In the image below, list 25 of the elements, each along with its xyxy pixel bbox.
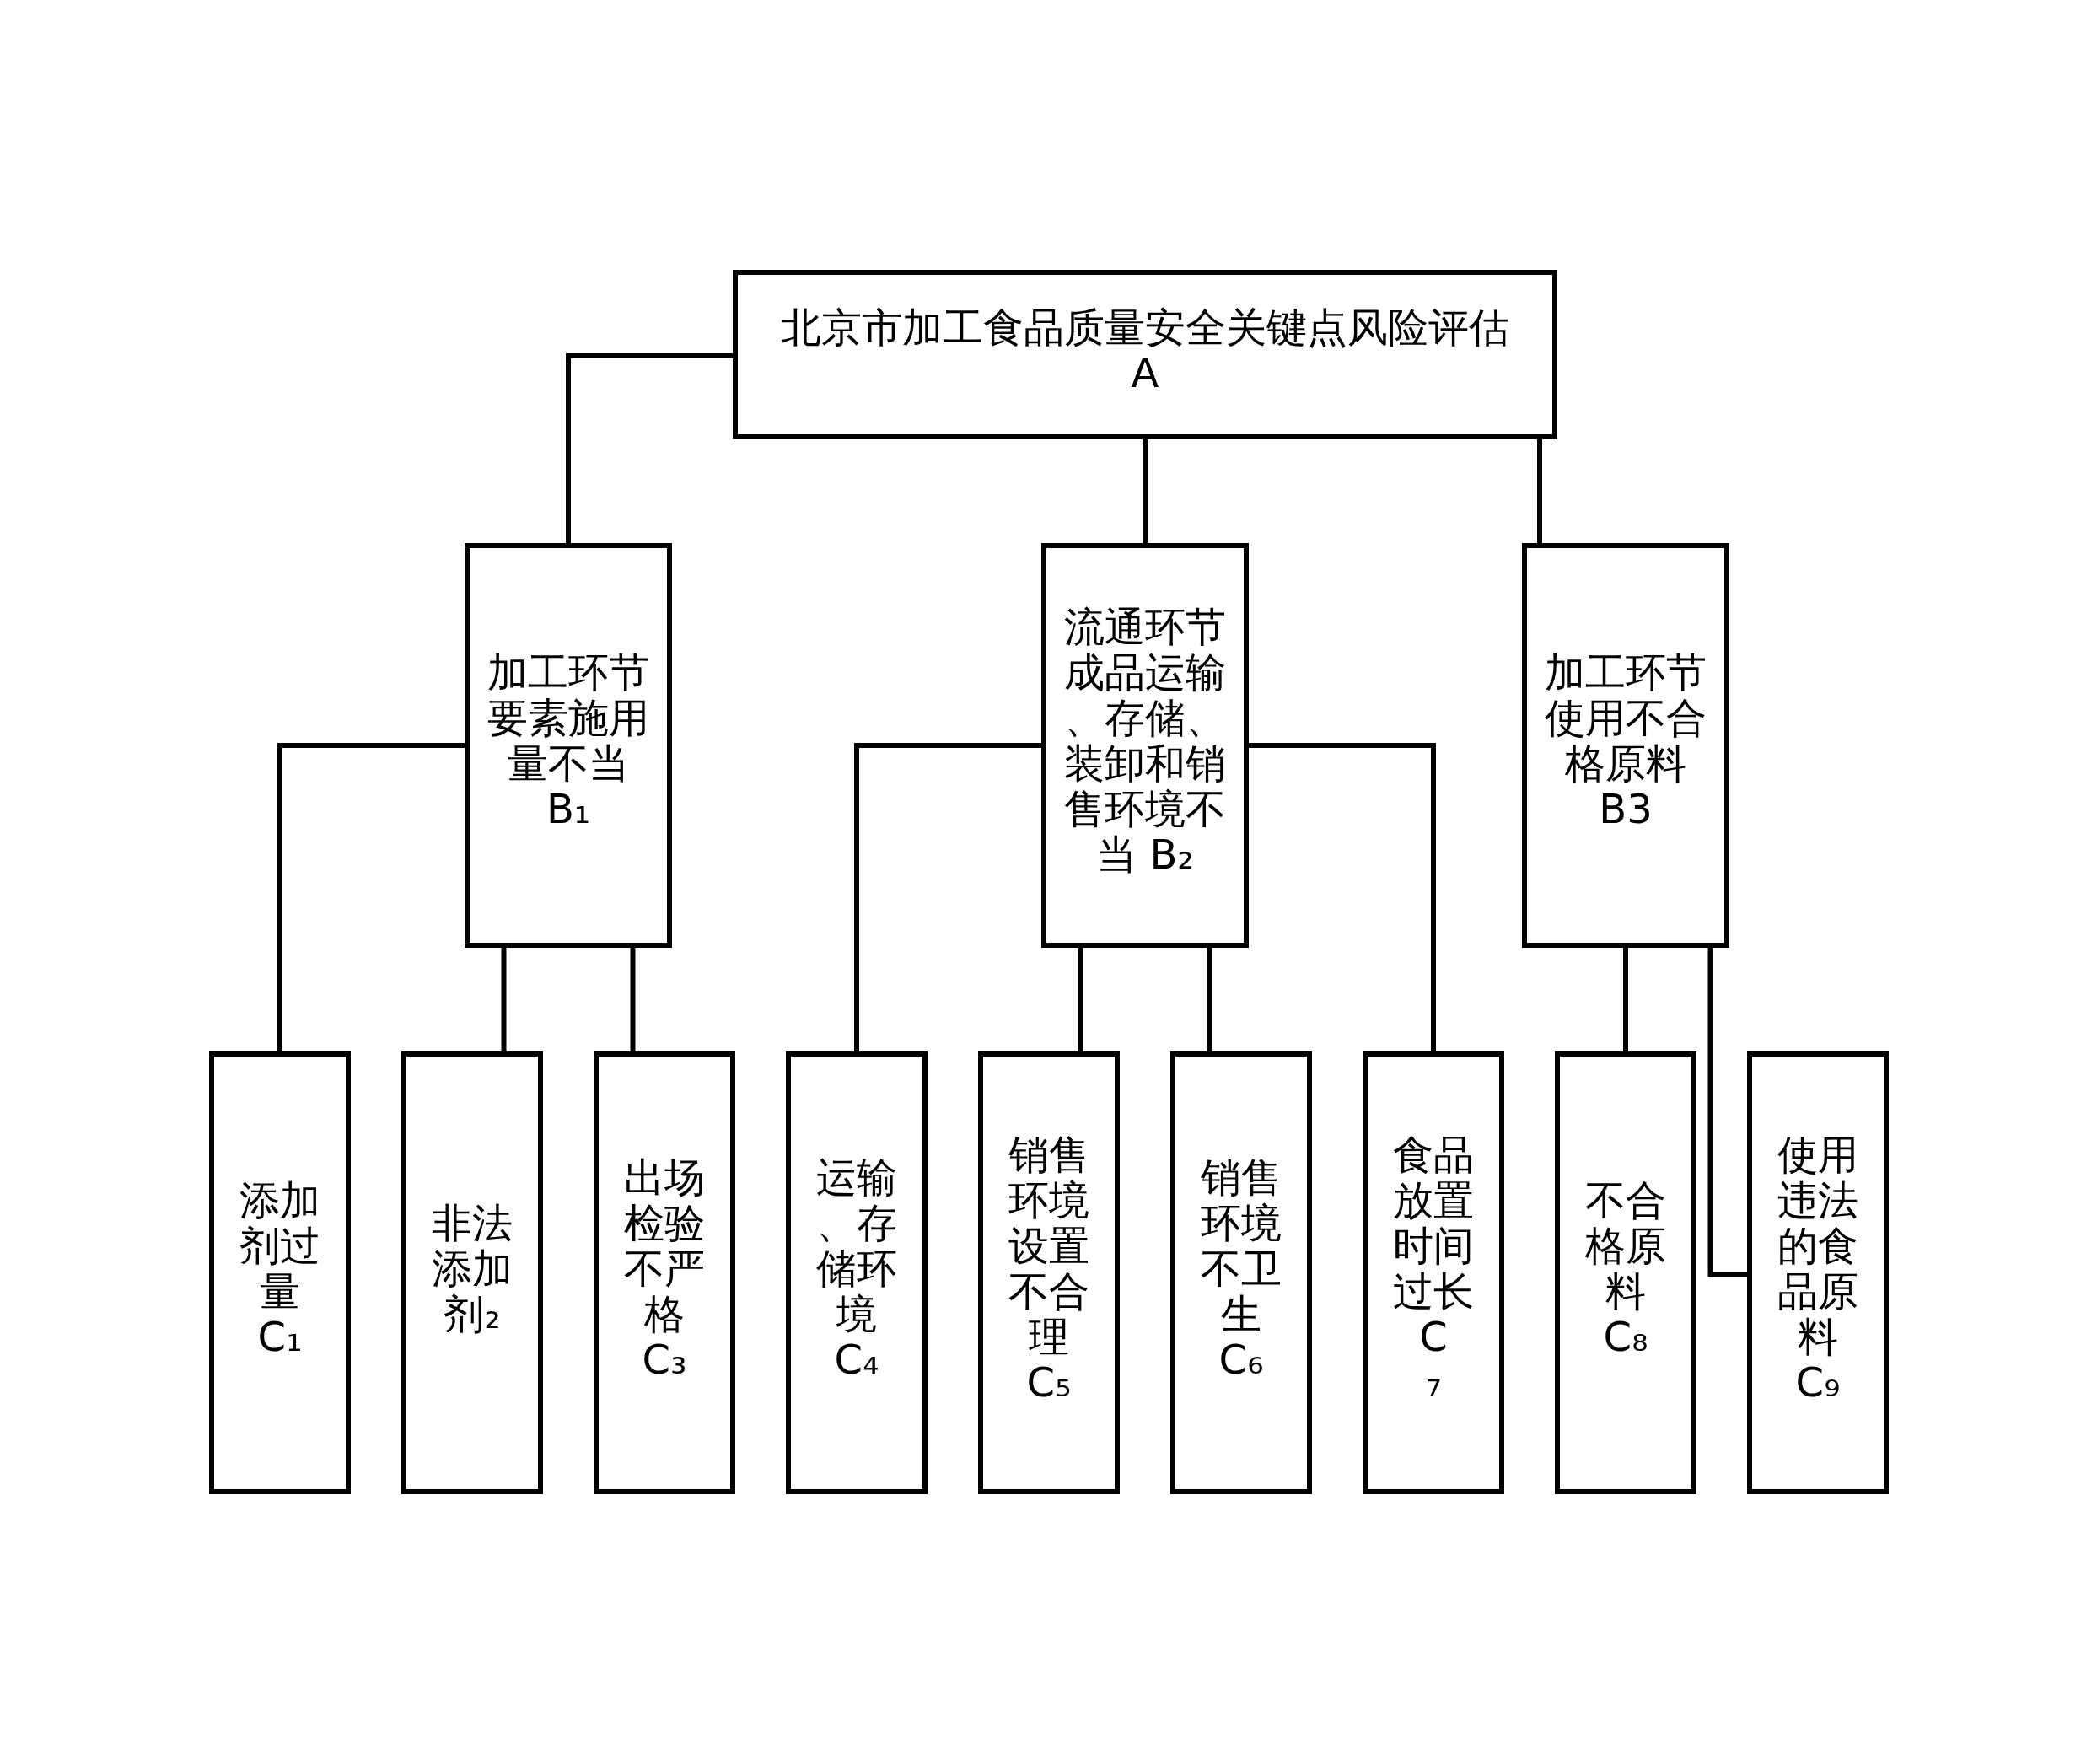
node-box: 非法添加剂₂ [401,1051,543,1494]
connector [1536,437,1542,546]
node-box: 加工环节要素施用量不当 B₁ [464,543,672,948]
connector [1622,945,1628,1054]
connector [1707,945,1749,1277]
node-box: 销售环境不卫生 C₆ [1169,1051,1312,1494]
node-box: 销售环境设置不合理 C₅ [977,1051,1120,1494]
node-box: 出场检验不严格 C₃ [593,1051,735,1494]
node-box: 加工环节使用不合格原料 B3 [1521,543,1729,948]
node-box: 食品放置时间过长 C₇ [1362,1051,1504,1494]
connector [1078,945,1083,1054]
connector [1207,945,1212,1054]
connector [1142,437,1148,546]
connector [277,743,466,1054]
connector [853,743,1043,1054]
node-box: 使用违法的食品原料 C₉ [1746,1051,1889,1494]
node-box: 流通环节成品运输、存储、装卸和销售环境不当 B₂ [1040,543,1249,948]
node-box: 运输、存储环境 C₄ [785,1051,928,1494]
node-box: 北京市加工食品质量安全关键点风险评估 A [732,270,1557,439]
connector [565,353,735,546]
connector [1246,743,1436,1054]
connector [630,945,635,1054]
node-box: 不合格原料 C₈ [1554,1051,1696,1494]
connector [501,945,506,1054]
node-box: 添加剂过量 C₁ [208,1051,351,1494]
